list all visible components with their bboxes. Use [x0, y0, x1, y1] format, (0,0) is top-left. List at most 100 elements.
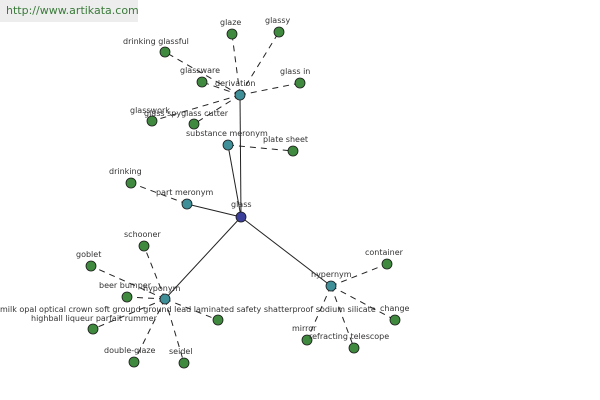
node-schooner[interactable]: schooner [124, 230, 161, 252]
node-goblet[interactable]: goblet [76, 250, 101, 272]
node-lead-node[interactable] [212, 314, 224, 326]
node-circle-seidel[interactable] [178, 357, 190, 369]
node-circle-glass[interactable] [235, 211, 247, 223]
node-container[interactable]: container [365, 248, 404, 270]
node-seidel[interactable]: seidel [169, 347, 193, 369]
node-label-glasswork: glasswork [130, 106, 170, 115]
node-label-hyponym: hyponym [143, 284, 181, 293]
node-circle-refracting-telescope[interactable] [348, 342, 360, 354]
node-glass-in[interactable]: glass in [280, 67, 310, 89]
node-label-derivation: derivation [215, 79, 255, 88]
node-circle-part-meronym[interactable] [181, 198, 193, 210]
edge-glass-hyponym [164, 216, 242, 300]
node-label-plate-sheet: plate sheet [263, 135, 308, 144]
node-glassy[interactable]: glassy [265, 16, 291, 38]
node-mirror[interactable]: mirror [292, 324, 317, 346]
node-drinking-glassful[interactable]: drinking glassful [123, 37, 189, 58]
node-label-goblet: goblet [76, 250, 101, 259]
edge-derivation-spyglass-cutter [193, 94, 241, 125]
node-label-refracting-telescope: refracting telescope [309, 332, 389, 341]
node-plate-sheet[interactable]: plate sheet [263, 135, 308, 157]
node-glassware[interactable]: glassware [180, 66, 220, 88]
edge-layer [90, 31, 396, 364]
node-label-drinking: drinking [109, 167, 142, 176]
node-circle-glassy[interactable] [273, 26, 285, 38]
edge-derivation-drinking-glassful [164, 51, 241, 96]
node-circle-glass-in[interactable] [294, 77, 306, 89]
node-derivation[interactable]: derivation [215, 79, 255, 101]
edge-hypernym-mirror [306, 285, 332, 341]
node-label-mirror: mirror [292, 324, 317, 333]
node-label-glaze: glaze [220, 18, 241, 27]
edge-glass-hypernym [240, 216, 332, 287]
node-label-beer-bumper: beer bumper [99, 281, 152, 290]
watermark-text: http://www.artikata.com [6, 4, 139, 17]
node-label-glassy: glassy [265, 16, 291, 25]
node-label-part-meronym: part meronym [156, 188, 213, 197]
node-hyponym[interactable]: hyponym [143, 284, 181, 305]
watermark-box: http://www.artikata.com [0, 0, 139, 22]
node-circle-substance-meronym[interactable] [222, 139, 234, 151]
node-milk-opal[interactable]: milk opal optical crown soft ground grou… [0, 305, 376, 335]
edge-hyponym-milk-opal [92, 298, 166, 330]
edge-glass-substance-meronym [227, 144, 242, 218]
edge-hypernym-change [330, 285, 396, 321]
edge-part-meronym-drinking [130, 182, 188, 205]
node-label-schooner: schooner [124, 230, 161, 239]
node-change[interactable]: change [380, 304, 410, 326]
node-label-change: change [380, 304, 410, 313]
node-hypernym[interactable]: hypernym [311, 270, 352, 292]
node-spyglass-cutter[interactable]: glass spyglass cutter [144, 109, 229, 130]
node-circle-beer-bumper[interactable] [121, 291, 133, 303]
node-label-substance-meronym: substance meronym [186, 129, 268, 138]
edge-hypernym-refracting-telescope [330, 285, 355, 349]
node-label-glass: glass [231, 200, 252, 209]
edge-hyponym-lead-node [164, 298, 219, 321]
node-label-glass-in: glass in [280, 67, 310, 76]
node-glass[interactable]: glass [231, 200, 252, 223]
edge-hyponym-seidel [164, 298, 185, 364]
node-double-glaze[interactable]: double-glaze [104, 346, 156, 368]
node-label-drinking-glassful: drinking glassful [123, 37, 189, 46]
node-label-highball: highball liqueur parfait rummer [31, 314, 158, 323]
node-circle-lead-node[interactable] [212, 314, 224, 326]
node-layer: glaze glassy drinking glassful glassware gla… [0, 16, 410, 369]
node-label-hypernym: hypernym [311, 270, 352, 279]
node-circle-spyglass-cutter[interactable] [188, 118, 200, 130]
node-circle-double-glaze[interactable] [128, 356, 140, 368]
node-substance-meronym[interactable]: substance meronym [186, 129, 268, 151]
node-circle-glaze[interactable] [226, 28, 238, 40]
node-circle-goblet[interactable] [85, 260, 97, 272]
node-label-seidel: seidel [169, 347, 193, 356]
node-circle-derivation[interactable] [234, 89, 246, 101]
edge-hyponym-goblet [90, 265, 166, 300]
node-refracting-telescope[interactable]: refracting telescope [309, 332, 389, 354]
node-glaze[interactable]: glaze [220, 18, 241, 40]
node-circle-glassware[interactable] [196, 76, 208, 88]
node-circle-drinking[interactable] [125, 177, 137, 189]
node-circle-hyponym[interactable] [159, 293, 171, 305]
node-circle-glasswork[interactable] [146, 115, 158, 127]
node-circle-change[interactable] [389, 314, 401, 326]
edge-derivation-glassy [239, 31, 280, 96]
node-circle-plate-sheet[interactable] [287, 145, 299, 157]
node-label-double-glaze: double-glaze [104, 346, 156, 355]
node-part-meronym[interactable]: part meronym [156, 188, 213, 210]
node-circle-milk-opal[interactable] [87, 323, 99, 335]
node-label-container: container [365, 248, 404, 257]
node-circle-schooner[interactable] [138, 240, 150, 252]
node-circle-mirror[interactable] [301, 334, 313, 346]
edge-hyponym-beer-bumper [126, 296, 166, 300]
edge-derivation-glassware [201, 81, 241, 96]
node-circle-container[interactable] [381, 258, 393, 270]
node-label-glassware: glassware [180, 66, 220, 75]
edge-derivation-glasswork [151, 94, 241, 122]
node-circle-drinking-glassful[interactable] [159, 46, 171, 58]
node-label-spyglass-cutter: glass spyglass cutter [144, 109, 229, 118]
node-glasswork[interactable]: glasswork [130, 106, 170, 127]
node-label-milk-opal: milk opal optical crown soft ground grou… [0, 305, 376, 314]
node-drinking[interactable]: drinking [109, 167, 142, 189]
node-beer-bumper[interactable]: beer bumper [99, 281, 152, 303]
node-circle-hypernym[interactable] [325, 280, 337, 292]
